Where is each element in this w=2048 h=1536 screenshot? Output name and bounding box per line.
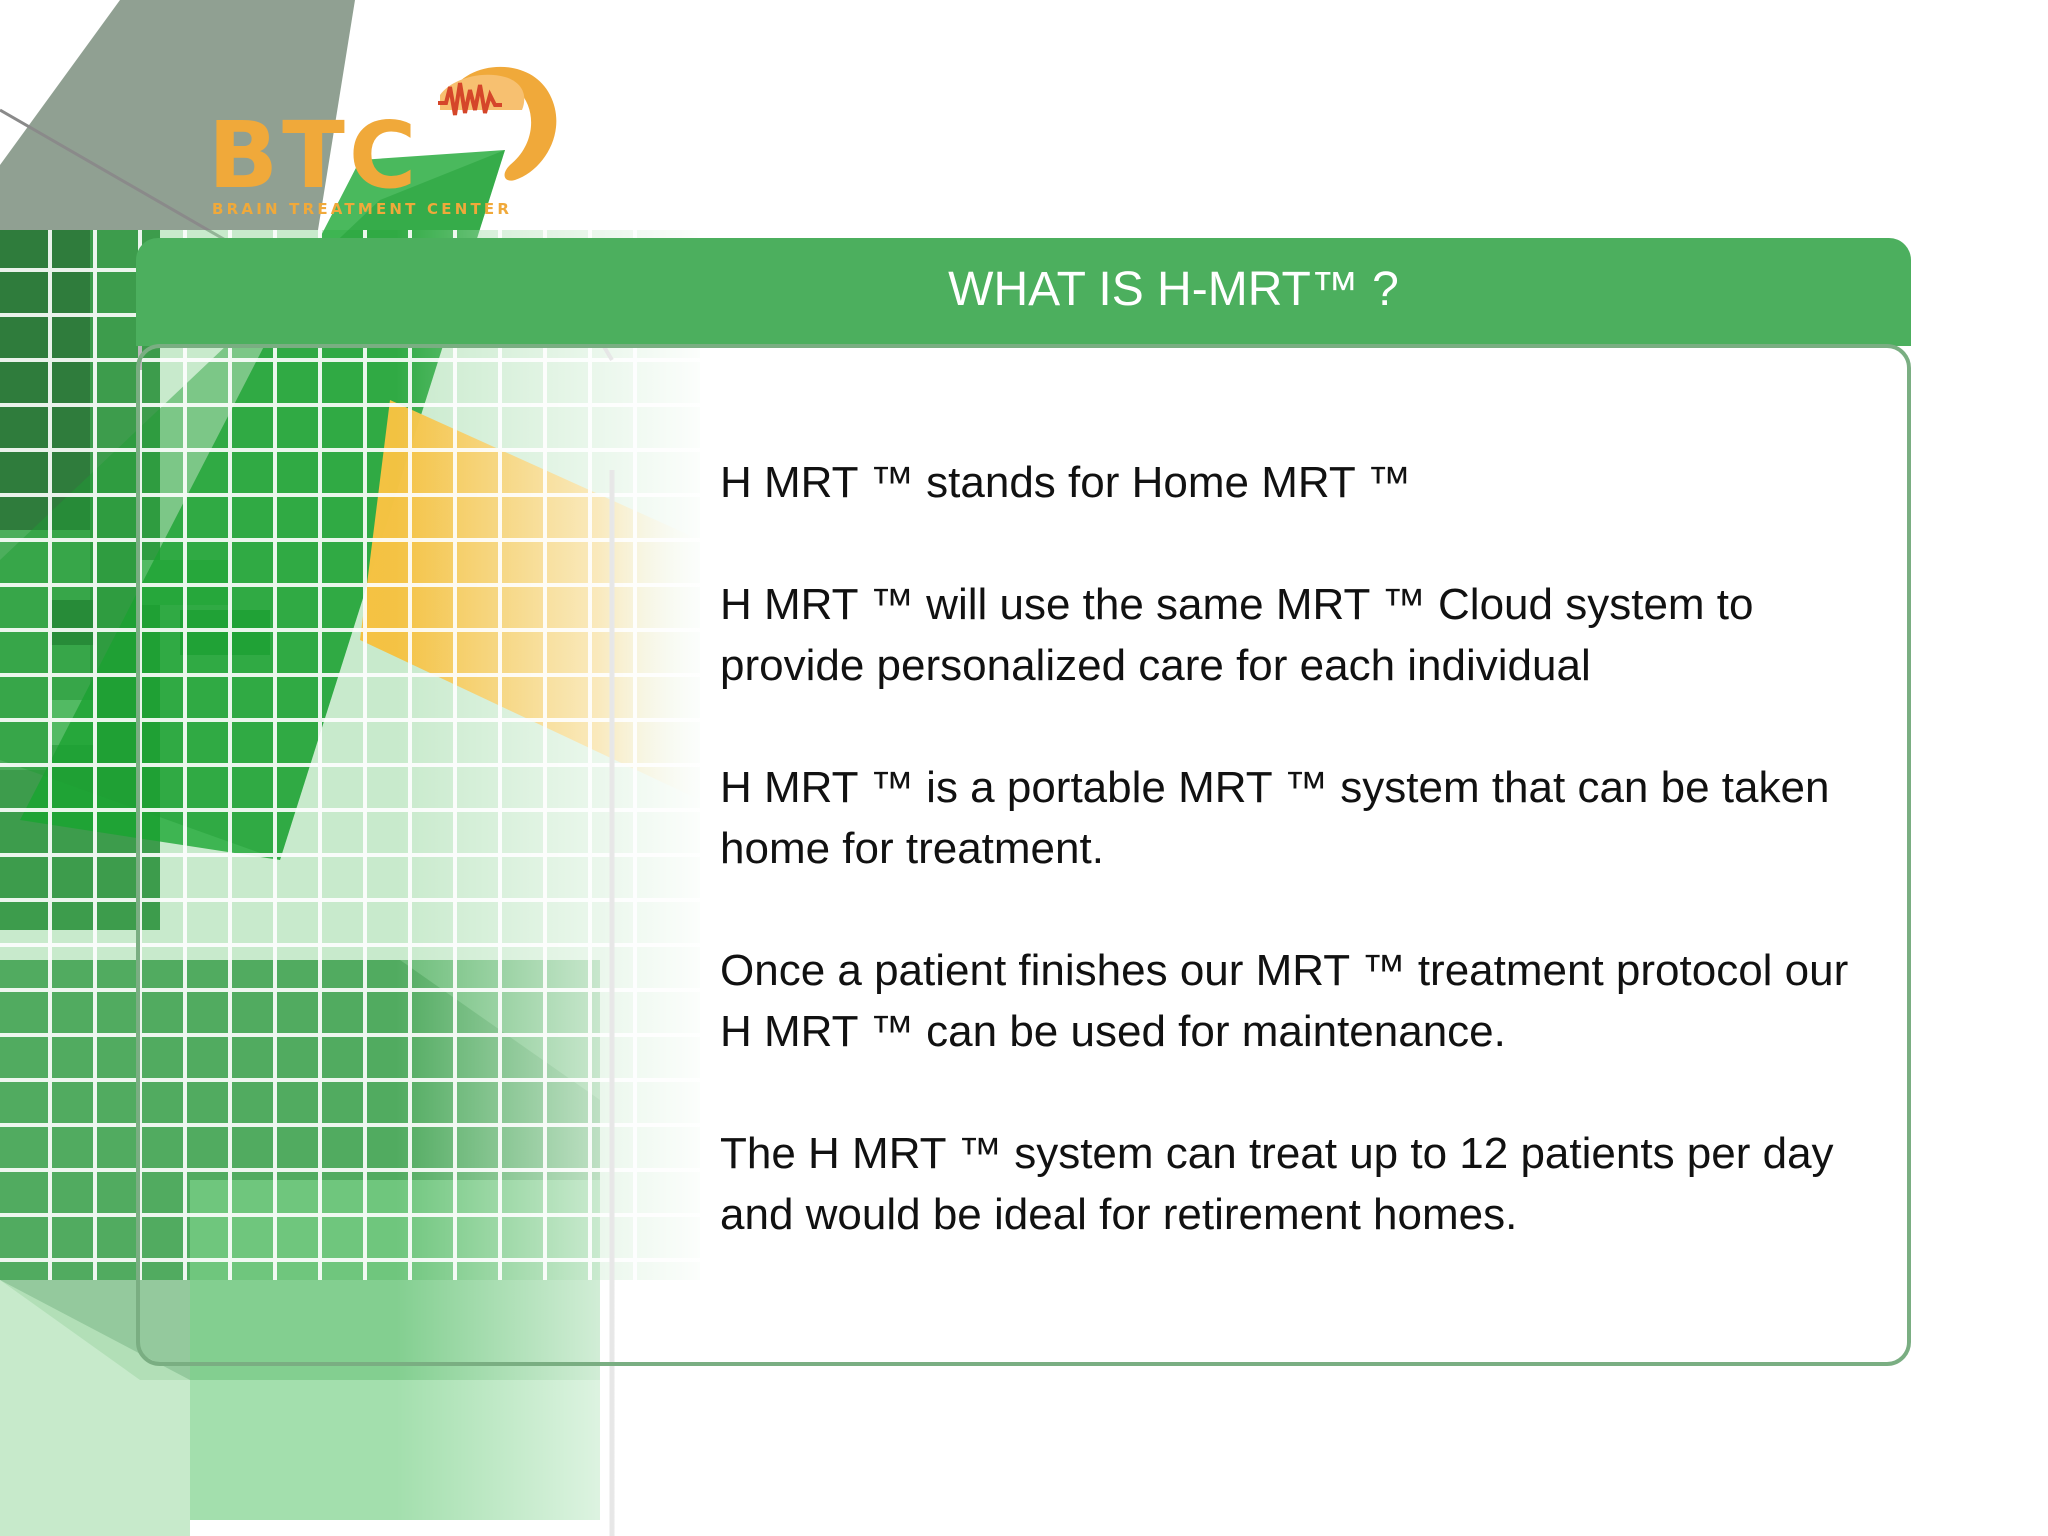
slide-title: WHAT IS H-MRT™ ?	[948, 263, 1399, 316]
content-panel: WHAT IS H-MRT™ ?	[136, 238, 1911, 1366]
paragraph: The H MRT ™ system can treat up to 12 pa…	[720, 1129, 1834, 1239]
panel-body	[136, 344, 1911, 1366]
paragraph: H MRT ™ is a portable MRT ™ system that …	[720, 763, 1830, 873]
logo-wordmark: BTC	[208, 102, 421, 209]
paragraph: Once a patient finishes our MRT ™ treatm…	[720, 946, 1849, 1056]
panel-header: WHAT IS H-MRT™ ?	[136, 238, 1911, 346]
paragraph: H MRT ™ stands for Home MRT ™	[720, 458, 1412, 507]
logo-tagline: BRAIN TREATMENT CENTER	[212, 200, 513, 218]
brand-logo: BTC BRAIN TREATMENT CENTER	[200, 55, 560, 225]
slide-content: H MRT ™ stands for Home MRT ™ H MRT ™ wi…	[720, 452, 1870, 1306]
paragraph: H MRT ™ will use the same MRT ™ Cloud sy…	[720, 580, 1754, 690]
brain-logo-icon	[438, 66, 557, 181]
